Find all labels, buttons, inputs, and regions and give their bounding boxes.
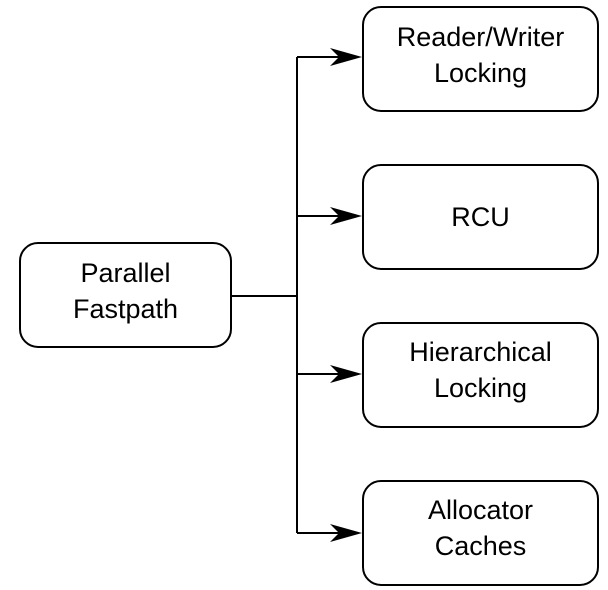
node-label-line2: Caches bbox=[435, 531, 527, 561]
node-rcu: RCU bbox=[362, 164, 599, 270]
node-label-line1: Reader/Writer bbox=[397, 22, 565, 52]
node-label-line2: Locking bbox=[434, 58, 527, 88]
node-label-line1: RCU bbox=[451, 202, 510, 232]
node-allocator-caches: Allocator Caches bbox=[362, 480, 599, 586]
arrowhead-2 bbox=[330, 207, 362, 225]
node-label-line2: Locking bbox=[434, 373, 527, 403]
node-label-line1: Hierarchical bbox=[409, 337, 552, 367]
node-label-line1: Parallel bbox=[80, 258, 170, 288]
node-label-line2: Fastpath bbox=[73, 294, 178, 324]
arrowhead-3 bbox=[330, 365, 362, 383]
connector-lines bbox=[232, 48, 362, 542]
node-hierarchical-locking: Hierarchical Locking bbox=[362, 322, 599, 428]
node-label-line1: Allocator bbox=[428, 495, 533, 525]
arrowhead-1 bbox=[330, 48, 362, 66]
node-parallel-fastpath: Parallel Fastpath bbox=[19, 242, 232, 348]
node-reader-writer-locking: Reader/Writer Locking bbox=[362, 6, 599, 112]
arrowhead-4 bbox=[330, 524, 362, 542]
